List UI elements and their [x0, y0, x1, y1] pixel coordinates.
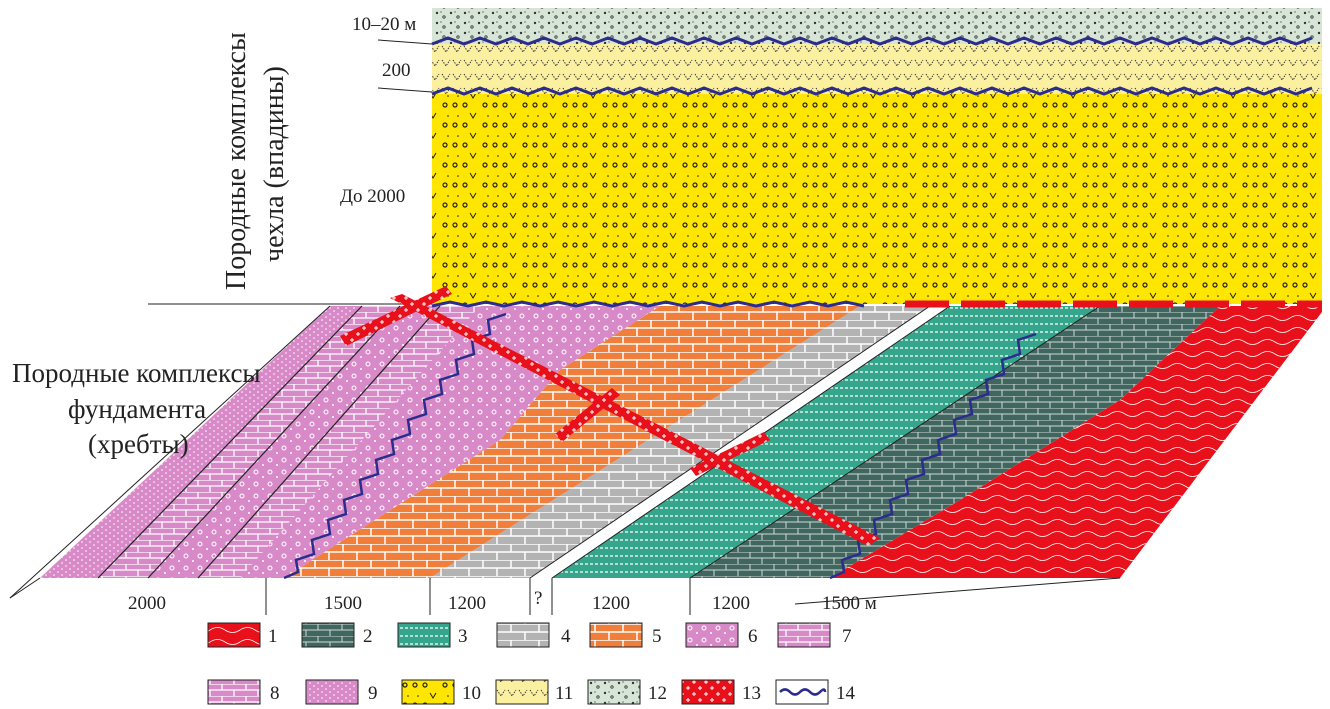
cover-complex: [148, 8, 1322, 305]
layer-gravel-12: [432, 8, 1322, 44]
legend-swatch-5: [589, 622, 643, 648]
divider-b: [147, 305, 401, 579]
legend-num-3: 3: [458, 626, 468, 647]
legend-num-10: 10: [462, 683, 481, 704]
legend-wavy-line-icon: [779, 688, 827, 696]
belt-pink-dots: [40, 306, 362, 578]
tick-line-mid: [377, 87, 433, 93]
divider-d: [529, 305, 931, 579]
legend-swatch-9: [305, 679, 359, 705]
dike-main: [390, 294, 880, 546]
divider-a: [97, 305, 363, 579]
width-label-1: 2000: [128, 593, 166, 614]
basement-left-edge: [9, 305, 331, 599]
unconformity-line-mid: [431, 86, 1313, 96]
cover-title-line2: чехла (впадины): [259, 66, 290, 262]
legend-num-1: 1: [268, 626, 278, 647]
legend-swatch-13: [681, 679, 735, 705]
belt-pink-circles: [148, 306, 440, 578]
legend-num-6: 6: [748, 626, 758, 647]
legend-num-4: 4: [561, 626, 571, 647]
divider-c: [197, 305, 441, 579]
legend-num-14: 14: [836, 683, 856, 704]
legend-num-12: 12: [648, 683, 667, 704]
width-label-question: ?: [534, 588, 542, 609]
legend-swatch-4: [496, 622, 550, 648]
legend-swatch-11: [495, 679, 549, 705]
belt-teal: [552, 306, 1100, 578]
legend-swatch-2: [301, 622, 355, 648]
basement-title-line3: (хребты): [88, 429, 189, 459]
legend-swatch-10: [401, 679, 455, 705]
belt-pink-brick-fine: [98, 306, 400, 578]
layer-checks-11: [432, 44, 1322, 94]
legend-num-8: 8: [270, 683, 280, 704]
legend-num-7: 7: [842, 626, 852, 647]
width-label-2: 1500: [324, 593, 362, 614]
divider-f: [689, 305, 1101, 579]
legend-swatch-14: [775, 679, 829, 705]
belt-orange: [284, 306, 860, 578]
legend-swatch-3: [397, 622, 451, 648]
legend-swatch-1: [207, 622, 261, 648]
legend-num-9: 9: [368, 683, 378, 704]
legend-num-13: 13: [742, 683, 761, 704]
unconformity-base-cover: [431, 300, 865, 308]
tick-line-top: [377, 39, 433, 45]
unconformity-line-top: [431, 36, 1313, 46]
width-ticks: [265, 578, 691, 615]
basement-title-line1: Породные комплексы: [12, 358, 261, 388]
width-label-6: 1500 м: [822, 593, 877, 614]
width-label-5: 1200: [712, 593, 750, 614]
width-label-3: 1200: [448, 593, 486, 614]
basement-complex: [9, 286, 1322, 605]
legend-swatch-12: [587, 679, 641, 705]
thickness-mid-label: 200: [382, 60, 411, 81]
belt-white-gap: [530, 306, 950, 578]
legend-swatch-7: [777, 622, 831, 648]
thickness-bottom-label: До 2000: [340, 186, 405, 207]
unconformity-zigzag-1: [283, 312, 507, 580]
bottom-left-edge: [9, 577, 41, 599]
bottom-right-edge: [794, 577, 1121, 605]
dike-branch-2: [555, 388, 620, 442]
cover-title-line1: Породные комплексы: [221, 32, 252, 290]
legend-swatch-8: [207, 679, 261, 705]
legend-num-2: 2: [363, 626, 373, 647]
belt-red-granite: [830, 306, 1322, 578]
dike-branch-1: [340, 286, 452, 346]
width-label-4: 1200: [592, 593, 630, 614]
layer-yellow-10: [432, 94, 1322, 304]
thickness-top-label: 10–20 м: [352, 14, 416, 35]
legend: 1 2 3 4 5 6 7 8 9 10 11 12 13 14: [207, 622, 856, 705]
legend-swatch-6: [685, 622, 739, 648]
legend-num-5: 5: [652, 626, 662, 647]
dike-branch-3: [690, 432, 770, 476]
legend-num-11: 11: [555, 683, 573, 704]
basement-title-line2: фундамента: [68, 394, 206, 424]
